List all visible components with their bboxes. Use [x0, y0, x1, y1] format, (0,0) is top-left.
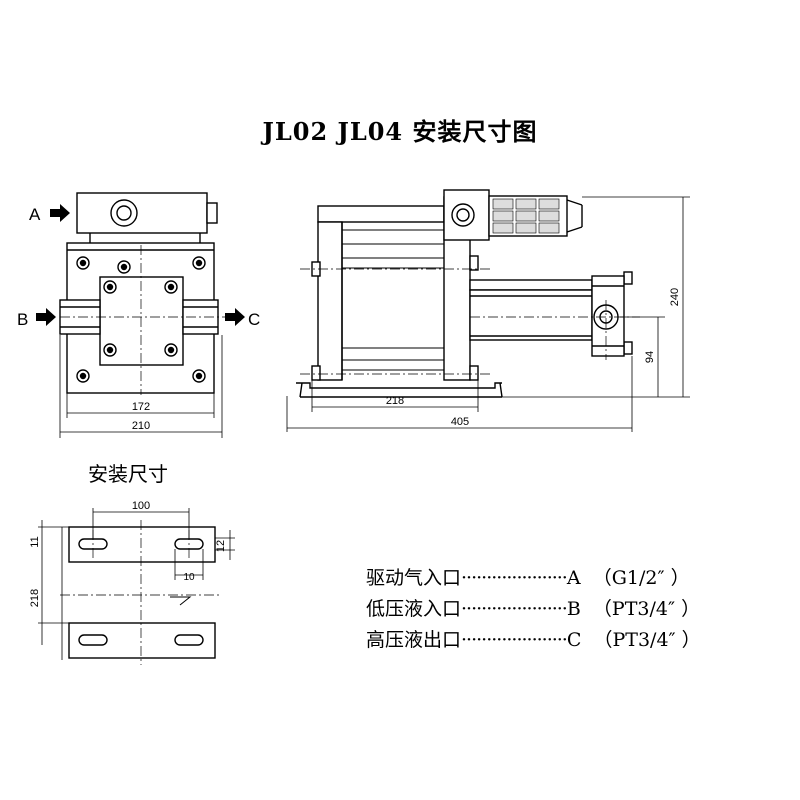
legend-name: 驱动气入口	[366, 567, 462, 589]
front-bolts	[76, 256, 206, 383]
label-c: C	[248, 310, 260, 329]
arrow-b-icon	[36, 308, 56, 326]
legend-port: A	[566, 567, 581, 589]
mount-plate-bottom	[68, 622, 216, 659]
dim-218-mount: 218	[29, 589, 41, 607]
muffler-grid	[492, 198, 560, 234]
side-base	[296, 382, 502, 389]
air-inlet-block	[76, 192, 208, 234]
legend-name: 低压液入口	[366, 598, 462, 620]
legend-port: B	[566, 598, 581, 620]
side-view	[286, 189, 690, 432]
body-bolts	[103, 280, 178, 357]
mount-slot-left-2	[78, 634, 108, 646]
legend-row-c: 高压液出口·····················C （PT3/4″ ）	[366, 625, 701, 656]
mount-plate-top	[68, 526, 216, 563]
dim-210: 210	[132, 420, 150, 432]
air-inlet-bore	[116, 205, 132, 221]
legend-name: 高压液出口	[366, 629, 462, 651]
front-dimensions	[59, 335, 223, 438]
side-dimensions	[286, 196, 690, 432]
side-centerlines	[300, 268, 640, 375]
dim-218-side: 218	[386, 395, 404, 407]
mount-dimensions	[38, 508, 235, 660]
hp-head	[591, 275, 625, 357]
side-nuts	[311, 255, 633, 381]
legend-row-b: 低压液入口·····················B （PT3/4″ ）	[366, 594, 701, 625]
legend-dots: ·····················	[461, 598, 568, 620]
port-legend: 驱动气入口·····················A （G1/2″ ） 低压液…	[366, 563, 701, 656]
label-a: A	[29, 205, 41, 224]
dim-10: 10	[183, 572, 195, 583]
arrow-a-icon	[50, 204, 70, 222]
drawing-title: JL02 JL04 安装尺寸图	[262, 117, 538, 146]
dim-405: 405	[451, 416, 469, 428]
port-arrows	[36, 204, 245, 326]
front-centerlines	[60, 245, 225, 395]
left-end-cap	[317, 221, 343, 381]
tie-rods	[342, 229, 444, 371]
install-section-title: 安装尺寸	[88, 462, 168, 486]
legend-spec: （PT3/4″ ）	[592, 598, 701, 620]
legend-port: C	[566, 629, 582, 651]
legend-dots: ·····················	[461, 629, 568, 651]
air-inlet-port	[110, 199, 138, 227]
dim-12: 12	[215, 540, 227, 552]
mount-slot-right-2	[174, 634, 204, 646]
front-view	[36, 192, 245, 438]
label-b: B	[17, 310, 28, 329]
legend-spec: （PT3/4″ ）	[593, 629, 701, 651]
legend-dots: ·····················	[461, 567, 568, 589]
dim-11: 11	[29, 536, 41, 547]
dim-240: 240	[669, 288, 681, 306]
legend-row-a: 驱动气入口·····················A （G1/2″ ）	[366, 563, 701, 594]
dim-94: 94	[644, 351, 656, 363]
air-inlet-cap	[206, 202, 218, 224]
mount-detail	[38, 508, 235, 665]
dim-172: 172	[132, 401, 150, 413]
legend-spec: （G1/2″ ）	[592, 567, 690, 589]
dim-100: 100	[132, 500, 150, 512]
arrow-c-icon	[225, 308, 245, 326]
